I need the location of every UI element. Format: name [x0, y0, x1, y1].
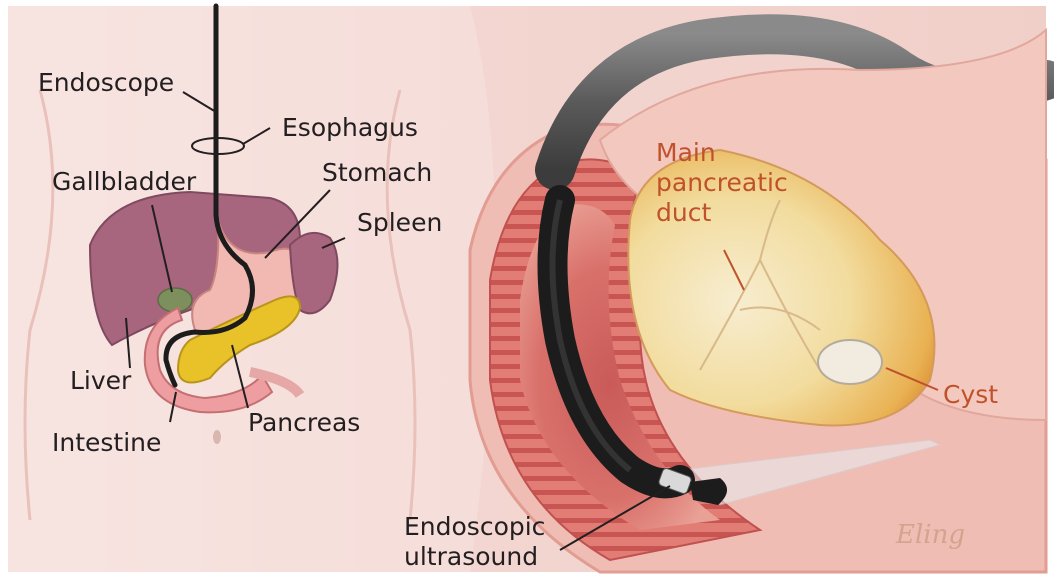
label-gallbladder: Gallbladder	[52, 167, 196, 197]
label-endoscope: Endoscope	[38, 68, 174, 98]
label-intestine: Intestine	[52, 428, 161, 458]
label-spleen: Spleen	[357, 208, 442, 238]
label-main-pancreatic-duct: Main pancreatic duct	[656, 138, 788, 228]
label-cyst: Cyst	[943, 380, 998, 410]
label-esophagus: Esophagus	[282, 113, 418, 143]
label-liver: Liver	[70, 366, 131, 396]
label-endoscopic-ultrasound: Endoscopic ultrasound	[404, 512, 545, 572]
label-pancreas: Pancreas	[248, 408, 360, 438]
artist-signature: Eling	[896, 520, 965, 550]
label-stomach: Stomach	[322, 158, 432, 188]
navel-mark	[213, 430, 221, 444]
cyst-shape	[818, 340, 882, 384]
